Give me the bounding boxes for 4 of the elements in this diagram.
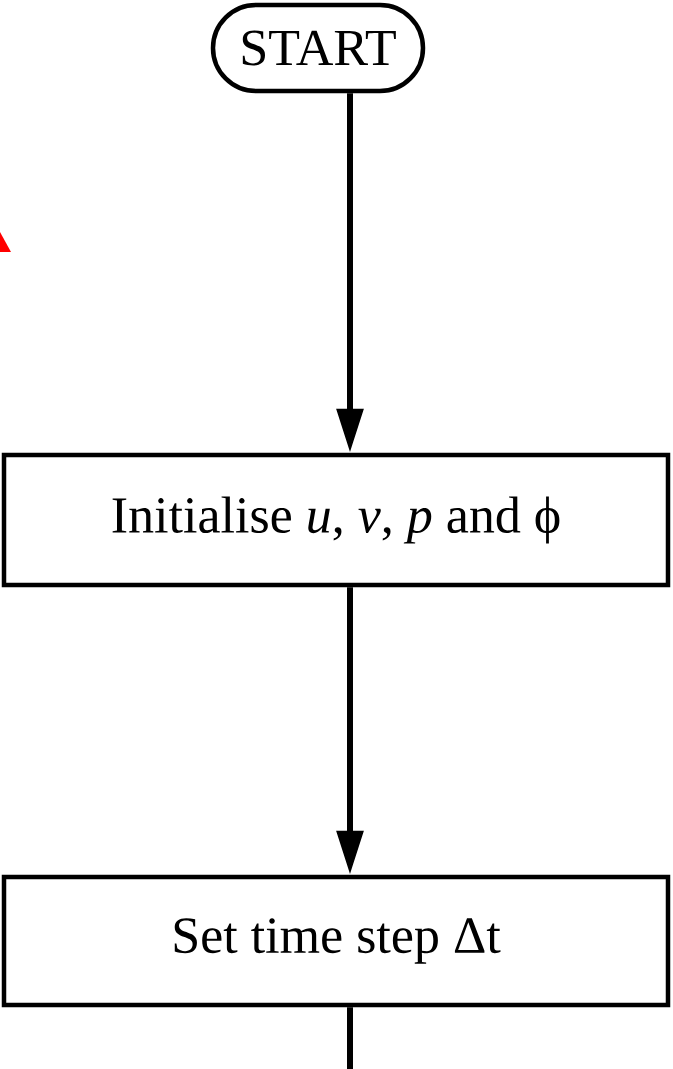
process-box: Initialise u, v, p and ϕ xyxy=(1,452,671,588)
process-box: Set time step Δt xyxy=(1,874,671,1008)
connector-line xyxy=(347,1007,353,1069)
start-terminal: START xyxy=(210,2,426,94)
